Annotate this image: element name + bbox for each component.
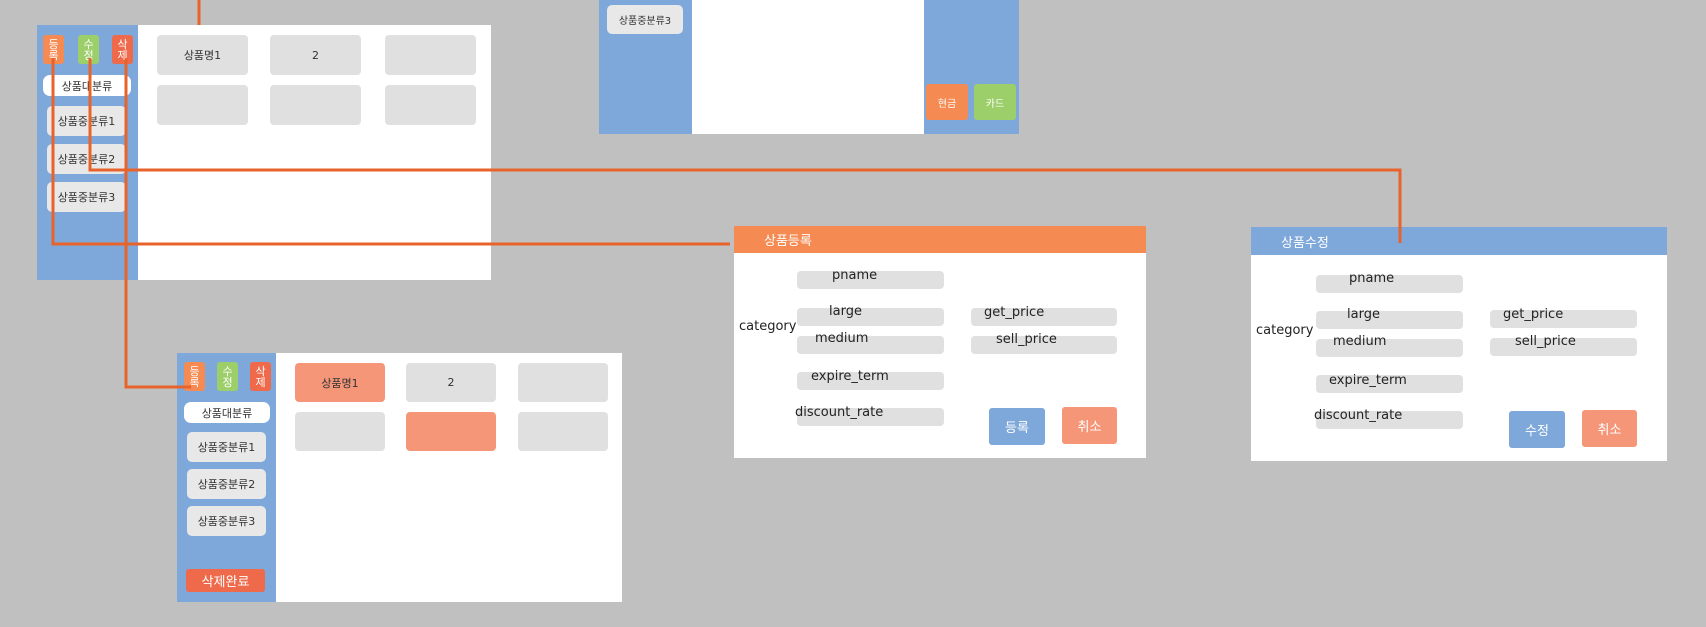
screen1-sidebar-item-3[interactable]: 상품중분류3 [47,182,126,212]
screen1-product-tile[interactable] [270,85,361,125]
screen1-sidebar-item-1[interactable]: 상품중분류1 [47,106,126,136]
register-pname-label: pname [832,268,878,283]
register-get-price-label: get_price [984,305,1045,320]
register-expire-term-field[interactable] [797,372,944,390]
edit-discount-rate-field[interactable] [1316,411,1463,429]
screen2-sidebar-item-3[interactable]: 상품중분류3 [607,5,683,34]
register-get-price-field[interactable] [971,308,1117,326]
screen1-product-tile[interactable] [385,35,476,75]
edit-dialog-title: 상품수정 [1251,227,1667,255]
screen2-cash-button[interactable]: 현금 [926,84,968,120]
screen3-sidebar-item-2[interactable]: 상품중분류2 [187,469,266,499]
screen2-content [692,0,924,134]
screen3-product-tile[interactable] [295,412,385,451]
edit-confirm-button[interactable]: 수정 [1509,411,1565,448]
screen3-product-tile-selected[interactable]: 상품명1 [295,363,385,402]
register-discount-rate-label: discount_rate [795,405,884,420]
register-sell-price-field[interactable] [971,336,1117,354]
screen2-card-button[interactable]: 카드 [974,84,1016,120]
screen1-register-button[interactable]: 등 록 [43,35,64,64]
edit-cancel-button[interactable]: 취소 [1582,410,1637,447]
edit-pname-label: pname [1349,271,1395,286]
screen1-category-label[interactable]: 상품대분류 [43,75,131,96]
screen1-product-tile[interactable]: 상품명1 [157,35,248,75]
register-pname-field[interactable] [797,271,944,289]
edit-sell-price-field[interactable] [1490,338,1637,356]
screen3-sidebar-item-1[interactable]: 상품중분류1 [187,432,266,462]
register-large-field[interactable] [797,308,944,326]
register-confirm-button[interactable]: 등록 [989,408,1045,445]
screen1-sidebar-item-2[interactable]: 상품중분류2 [47,144,126,174]
screen1-product-tile[interactable] [157,85,248,125]
register-medium-field[interactable] [797,336,944,354]
register-large-label: large [829,304,862,319]
edit-get-price-field[interactable] [1490,310,1637,328]
edit-expire-term-field[interactable] [1316,375,1463,393]
screen3-product-tile[interactable] [518,363,608,402]
edit-pname-field[interactable] [1316,275,1463,293]
register-cancel-button[interactable]: 취소 [1062,407,1117,444]
screen1-delete-button[interactable]: 삭 제 [112,35,133,64]
screen3-product-tile[interactable]: 2 [406,363,496,402]
edit-discount-rate-label: discount_rate [1314,408,1403,423]
screen3-delete-complete-button[interactable]: 삭제완료 [186,569,265,592]
register-category-label: category [739,319,797,334]
edit-expire-term-label: expire_term [1329,373,1407,388]
screen1-edit-button[interactable]: 수 정 [78,35,99,64]
register-expire-term-label: expire_term [811,369,889,384]
screen1-product-tile[interactable]: 2 [270,35,361,75]
screen3-sidebar-item-3[interactable]: 상품중분류3 [187,506,266,536]
edit-get-price-label: get_price [1503,307,1564,322]
screen3-product-tile-selected[interactable] [406,412,496,451]
register-discount-rate-field[interactable] [797,408,944,426]
edit-sell-price-label: sell_price [1515,334,1576,349]
edit-category-label: category [1256,323,1314,338]
register-sell-price-label: sell_price [996,332,1057,347]
screen3-register-button[interactable]: 등 록 [184,362,205,391]
edit-medium-label: medium [1333,334,1387,349]
register-dialog-title: 상품등록 [734,226,1146,253]
screen3-delete-button[interactable]: 삭 제 [250,362,271,391]
register-medium-label: medium [815,331,869,346]
screen3-category-label[interactable]: 상품대분류 [184,402,270,423]
edit-large-label: large [1347,307,1380,322]
screen1-product-tile[interactable] [385,85,476,125]
edit-large-field[interactable] [1316,311,1463,329]
screen3-product-tile[interactable] [518,412,608,451]
screen3-edit-button[interactable]: 수 정 [217,362,238,391]
edit-medium-field[interactable] [1316,339,1463,357]
